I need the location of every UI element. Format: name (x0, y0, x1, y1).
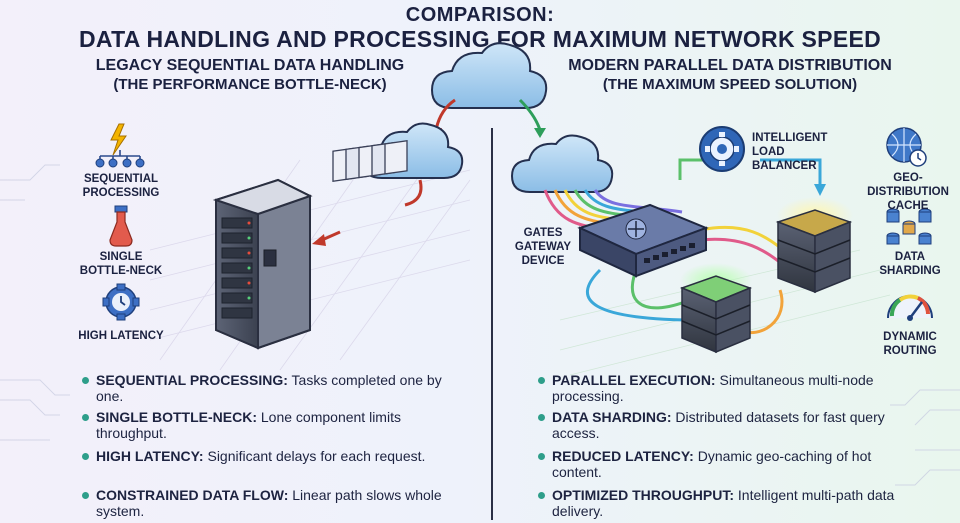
icon-label-high-latency: HIGH LATENCY (78, 330, 164, 342)
label-gateway-device: GATES GATEWAY DEVICE (514, 227, 572, 267)
server-stack-right (775, 197, 853, 294)
bullet-text: Linear path slows whole system. (96, 487, 442, 519)
icon-label-sequential-processing: SEQUENTIAL PROCESSING (82, 173, 160, 199)
bullet-text: Distributed datasets for fast query acce… (552, 409, 885, 441)
bullet-dot (538, 453, 545, 460)
right-bullet-4: OPTIMIZED THROUGHPUT: Intelligent multi-… (538, 487, 912, 519)
hierarchy-lightning-icon (95, 123, 145, 168)
label-load-balancer: INTELLIGENT LOAD BALANCER (752, 132, 828, 172)
bullet-text: Simultaneous multi-node processing. (552, 372, 874, 404)
bullet-dot (538, 377, 545, 384)
icon-label-dynamic-routing: DYNAMIC ROUTING (883, 331, 937, 357)
gateway-switch-device (577, 203, 709, 278)
center-divider (491, 128, 493, 520)
bullet-term: OPTIMIZED THROUGHPUT: (552, 487, 734, 503)
bullet-term: REDUCED LATENCY: (552, 448, 694, 464)
document-stack-icon (332, 140, 408, 182)
left-heading: LEGACY SEQUENTIAL DATA HANDLING (THE PER… (40, 56, 460, 94)
bullet-dot (538, 492, 545, 499)
right-cloud-icon (510, 134, 614, 193)
load-balancer-gear-icon (699, 126, 745, 172)
bullet-text: Lone component limits throughput. (96, 409, 401, 441)
right-bullet-3: REDUCED LATENCY: Dynamic geo-caching of … (538, 448, 912, 480)
left-bullet-3: HIGH LATENCY: Significant delays for eac… (82, 448, 476, 464)
red-arrow-left (321, 230, 341, 242)
bullet-dot (82, 414, 89, 421)
right-bullet-1: PARALLEL EXECUTION: Simultaneous multi-n… (538, 372, 912, 404)
circuit-traces (0, 164, 960, 486)
right-heading: MODERN PARALLEL DATA DISTRIBUTION (THE M… (520, 56, 940, 94)
bullet-text: Significant delays for each request. (203, 448, 426, 464)
globe-clock-icon (886, 127, 927, 167)
left-heading-title: LEGACY SEQUENTIAL DATA HANDLING (95, 57, 405, 74)
icon-label-geo-distribution-cache: GEO-DISTRIBUTION CACHE (867, 172, 949, 212)
bullet-term: SEQUENTIAL PROCESSING: (96, 372, 288, 388)
bullet-term: DATA SHARDING: (552, 409, 672, 425)
bullet-dot (82, 453, 89, 460)
gauge-icon (887, 294, 933, 321)
right-heading-subtitle: (THE MAXIMUM SPEED SOLUTION) (602, 76, 858, 93)
icon-label-data-sharding: DATA SHARDING (879, 251, 941, 277)
bottle-icon (109, 205, 133, 247)
left-bullet-2: SINGLE BOTTLE-NECK: Lone component limit… (82, 409, 466, 441)
left-bullet-4: CONSTRAINED DATA FLOW: Linear path slows… (82, 487, 456, 519)
bullet-text: Tasks completed one by one. (96, 372, 442, 404)
bullet-dot (82, 377, 89, 384)
gear-clock-icon (102, 283, 140, 321)
page-title-line1: COMPARISON: (405, 4, 555, 26)
bullet-text: Intelligent multi-path data delivery. (552, 487, 895, 519)
bullet-dot (82, 492, 89, 499)
right-bullet-2: DATA SHARDING: Distributed datasets for … (538, 409, 912, 441)
green-arrow-top (518, 98, 542, 131)
bullet-term: HIGH LATENCY: (96, 448, 204, 464)
server-stack-center (679, 263, 753, 354)
left-heading-subtitle: (THE PERFORMANCE BOTTLE-NECK) (113, 76, 387, 93)
right-heading-title: MODERN PARALLEL DATA DISTRIBUTION (568, 57, 892, 74)
bullet-text: Dynamic geo-caching of hot content. (552, 448, 872, 480)
database-shards-icon (886, 208, 932, 245)
bullet-term: PARALLEL EXECUTION: (552, 372, 716, 388)
page-title-line2: DATA HANDLING AND PROCESSING FOR MAXIMUM… (78, 26, 882, 52)
bullet-term: SINGLE BOTTLE-NECK: (96, 409, 257, 425)
top-cloud-icon (430, 42, 548, 109)
icon-label-single-bottleneck: SINGLE BOTTLE-NECK (79, 251, 163, 277)
legacy-server-rack (212, 178, 313, 350)
bullet-term: CONSTRAINED DATA FLOW: (96, 487, 289, 503)
bullet-dot (538, 414, 545, 421)
left-bullet-1: SEQUENTIAL PROCESSING: Tasks completed o… (82, 372, 466, 404)
